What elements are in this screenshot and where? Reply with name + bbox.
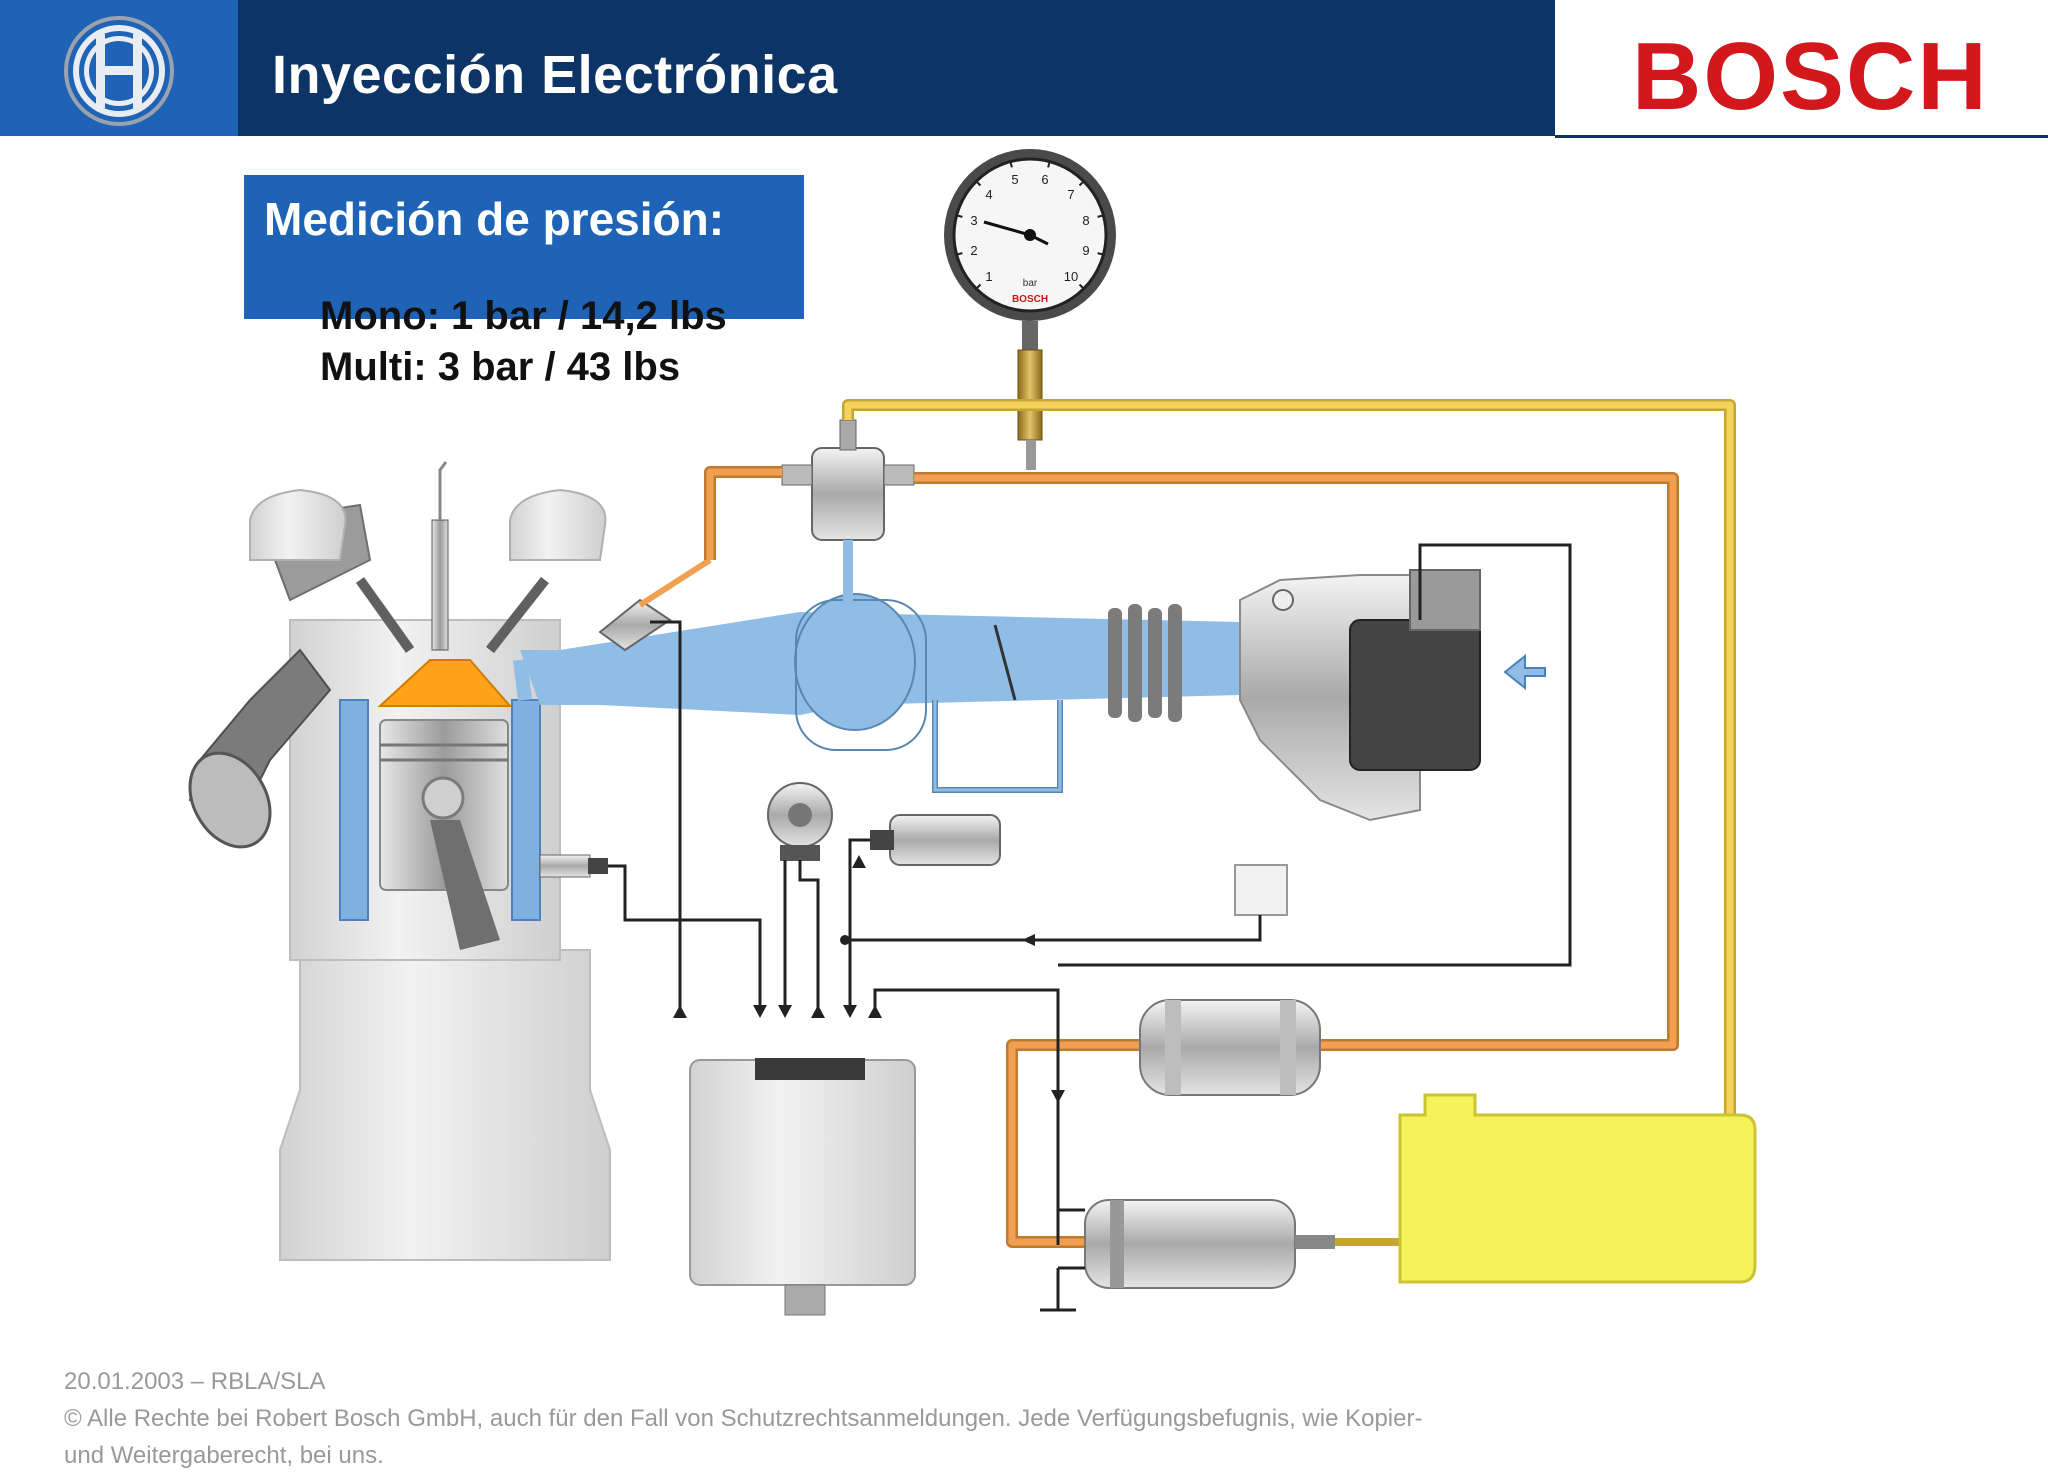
gauge-tick	[957, 252, 963, 256]
bosch-brand-wordmark: BOSCH	[1632, 23, 1989, 130]
footer-copyright-line-2: und Weitergaberecht, bei uns.	[64, 1442, 384, 1469]
wiring-arrows	[673, 855, 1065, 1103]
gauge-scale-number: 10	[1064, 269, 1078, 284]
air-flow-meter	[1239, 569, 1481, 822]
gauge-scale-number: 1	[985, 269, 992, 284]
pressure-heading: Medición de presión:	[264, 193, 725, 245]
gauge-tick	[976, 181, 982, 187]
gauge-needle	[983, 220, 1031, 237]
gauge-scale-number: 9	[1082, 243, 1089, 258]
header-underline	[1555, 135, 2048, 138]
gauge-scale-number: 7	[1067, 187, 1074, 202]
gauge-scale-number: 3	[970, 213, 977, 228]
gauge-scale-number: 5	[1011, 172, 1018, 187]
footer-copyright-line-1: © Alle Rechte bei Robert Bosch GmbH, auc…	[64, 1405, 1423, 1432]
footer-date: 20.01.2003 – RBLA/SLA	[64, 1368, 326, 1395]
coolant-temp-sensor	[539, 854, 608, 878]
bosch-armature-logo-icon	[64, 16, 174, 126]
gauge-tick	[1097, 214, 1103, 218]
gauge-tick	[1078, 181, 1084, 187]
intake-manifold	[513, 557, 1240, 793]
fuel-supply-line	[704, 466, 1679, 1248]
gauge-maker-label: BOSCH	[1012, 294, 1048, 305]
fuel-filter	[1139, 999, 1321, 1096]
fuel-pump	[1084, 1199, 1400, 1289]
gauge-unit-label: bar	[1023, 278, 1038, 289]
gauge-scale-number: 8	[1082, 213, 1089, 228]
fuel-tank	[1398, 1093, 1757, 1284]
header-bar: Inyección Electrónica BOSCH	[0, 0, 2048, 138]
gauge-tick	[1009, 162, 1013, 168]
brand-panel	[1555, 0, 2048, 136]
wiring-harness	[608, 543, 1572, 1312]
gauge-tick	[976, 283, 982, 289]
gauge-tick	[1078, 283, 1084, 289]
pressure-regulator	[781, 419, 915, 605]
gauge-scale-number: 6	[1041, 172, 1048, 187]
air-inlet-arrow	[1503, 653, 1546, 691]
gauge-tick	[957, 214, 963, 218]
pressure-line-multi: Multi: 3 bar / 43 lbs	[320, 345, 681, 389]
gauge-scale-number: 2	[970, 243, 977, 258]
gauge-scale-number: 4	[985, 187, 992, 202]
gauge-tick	[1047, 162, 1051, 168]
engine-block	[279, 619, 611, 1261]
idle-valve	[870, 814, 1001, 866]
ecu-control-unit	[689, 1058, 916, 1316]
title-panel	[238, 0, 1555, 136]
relay-box	[1234, 864, 1288, 916]
page-title: Inyección Electrónica	[272, 45, 838, 105]
pressure-info-box	[244, 175, 804, 319]
pressure-line-mono: Mono: 1 bar / 14,2 lbs	[320, 294, 727, 338]
cylinder-head	[188, 461, 607, 849]
gauge-tick	[1097, 252, 1103, 256]
fuel-return-line	[842, 399, 1736, 1120]
throttle-position-sensor	[767, 782, 833, 861]
